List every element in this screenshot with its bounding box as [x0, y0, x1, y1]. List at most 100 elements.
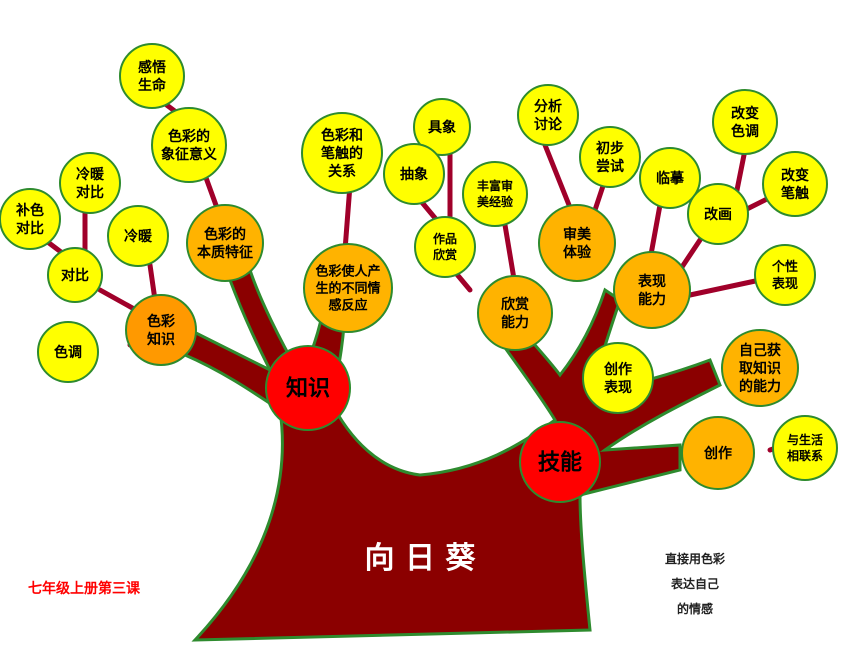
- node-circle: [303, 243, 393, 333]
- node-label: 感悟: [138, 59, 166, 76]
- node-label: 表现: [771, 276, 798, 292]
- node-label: 欣赏: [501, 296, 529, 313]
- node-label: 对比: [61, 267, 89, 284]
- node-circle: [639, 147, 701, 209]
- node-lengnuan: 冷暖: [107, 205, 169, 267]
- node-circle: [681, 416, 755, 490]
- node-label: 创作: [703, 445, 732, 462]
- side-note: 直接用色彩 表达自己 的情感: [640, 547, 750, 622]
- node-label: 临摹: [656, 170, 684, 187]
- node-label: 生命: [138, 77, 167, 94]
- node-label: 相联系: [787, 448, 823, 463]
- node-circle: [721, 329, 799, 407]
- node-circle: [151, 107, 227, 183]
- node-circle: [519, 421, 601, 503]
- node-label: 色彩使人产: [315, 264, 380, 280]
- node-label: 与生活: [787, 432, 823, 447]
- side-note-line: 直接用色彩: [664, 552, 725, 566]
- node-label: 分析: [534, 98, 562, 115]
- node-circle: [301, 112, 383, 194]
- node-jineng: 技能: [519, 421, 601, 503]
- node-label: 生的不同情: [315, 281, 380, 297]
- node-zhishi: 知识: [265, 345, 351, 431]
- node-circle: [477, 275, 553, 351]
- node-label: 个性: [771, 259, 798, 275]
- node-label: 对比: [16, 220, 44, 237]
- node-circle: [462, 161, 528, 227]
- node-label: 尝试: [596, 158, 624, 175]
- node-label: 表现: [603, 379, 632, 396]
- node-label: 改变: [781, 167, 809, 184]
- node-circle: [687, 183, 749, 245]
- node-label: 取知识: [739, 360, 781, 377]
- node-label: 作品: [433, 231, 457, 246]
- node-circle: [37, 321, 99, 383]
- node-circle: [0, 188, 61, 250]
- node-label: 初步: [596, 140, 624, 157]
- node-label: 色彩的: [204, 226, 246, 243]
- node-chouxiang: 抽象: [383, 143, 445, 205]
- node-label: 讨论: [534, 116, 563, 133]
- node-label: 审美: [563, 226, 592, 243]
- node-circle: [413, 98, 471, 156]
- node-gaihua: 改画: [687, 183, 749, 245]
- node-duibi: 对比: [47, 247, 103, 303]
- node-label: 欣赏: [433, 247, 457, 262]
- node-label: 抽象: [400, 166, 428, 183]
- node-circle: [186, 204, 264, 282]
- node-circle: [613, 251, 691, 329]
- node-label: 自己获: [739, 342, 781, 359]
- node-circle: [538, 204, 616, 282]
- node-chuangzuo: 创作: [681, 416, 755, 490]
- node-circle: [59, 152, 121, 214]
- node-label: 色彩: [147, 313, 175, 330]
- node-circle: [265, 345, 351, 431]
- node-label: 对比: [76, 184, 104, 201]
- node-circle: [107, 205, 169, 267]
- node-label: 笔触的: [321, 145, 363, 162]
- node-label: 创作: [603, 361, 632, 378]
- lesson-label: 七年级上册第三课: [28, 581, 140, 597]
- node-circle: [125, 294, 197, 366]
- node-label: 色彩的: [168, 128, 210, 145]
- node-label: 色调: [731, 123, 759, 140]
- node-label: 知识: [147, 331, 175, 348]
- node-label: 技能: [538, 450, 582, 476]
- node-circle: [772, 415, 838, 481]
- node-label: 补色: [15, 202, 44, 219]
- node-label: 美经验: [477, 194, 514, 209]
- node-label: 能力: [501, 314, 529, 331]
- node-sediao: 色调: [37, 321, 99, 383]
- node-label: 感反应: [328, 298, 367, 314]
- node-label: 本质特征: [197, 244, 253, 261]
- side-note-line: 的情感: [676, 602, 713, 616]
- node-circle: [762, 151, 828, 217]
- node-label: 改画: [704, 206, 732, 223]
- node-jixiang: 具象: [413, 98, 471, 156]
- node-label: 改变: [731, 105, 759, 122]
- node-label: 具象: [427, 119, 456, 136]
- tree-title: 向 日 葵: [365, 541, 477, 576]
- node-label: 能力: [638, 291, 666, 308]
- node-label: 笔触: [781, 185, 809, 202]
- node-circle: [712, 89, 778, 155]
- node-linmo: 临摹: [639, 147, 701, 209]
- node-label: 关系: [328, 163, 356, 180]
